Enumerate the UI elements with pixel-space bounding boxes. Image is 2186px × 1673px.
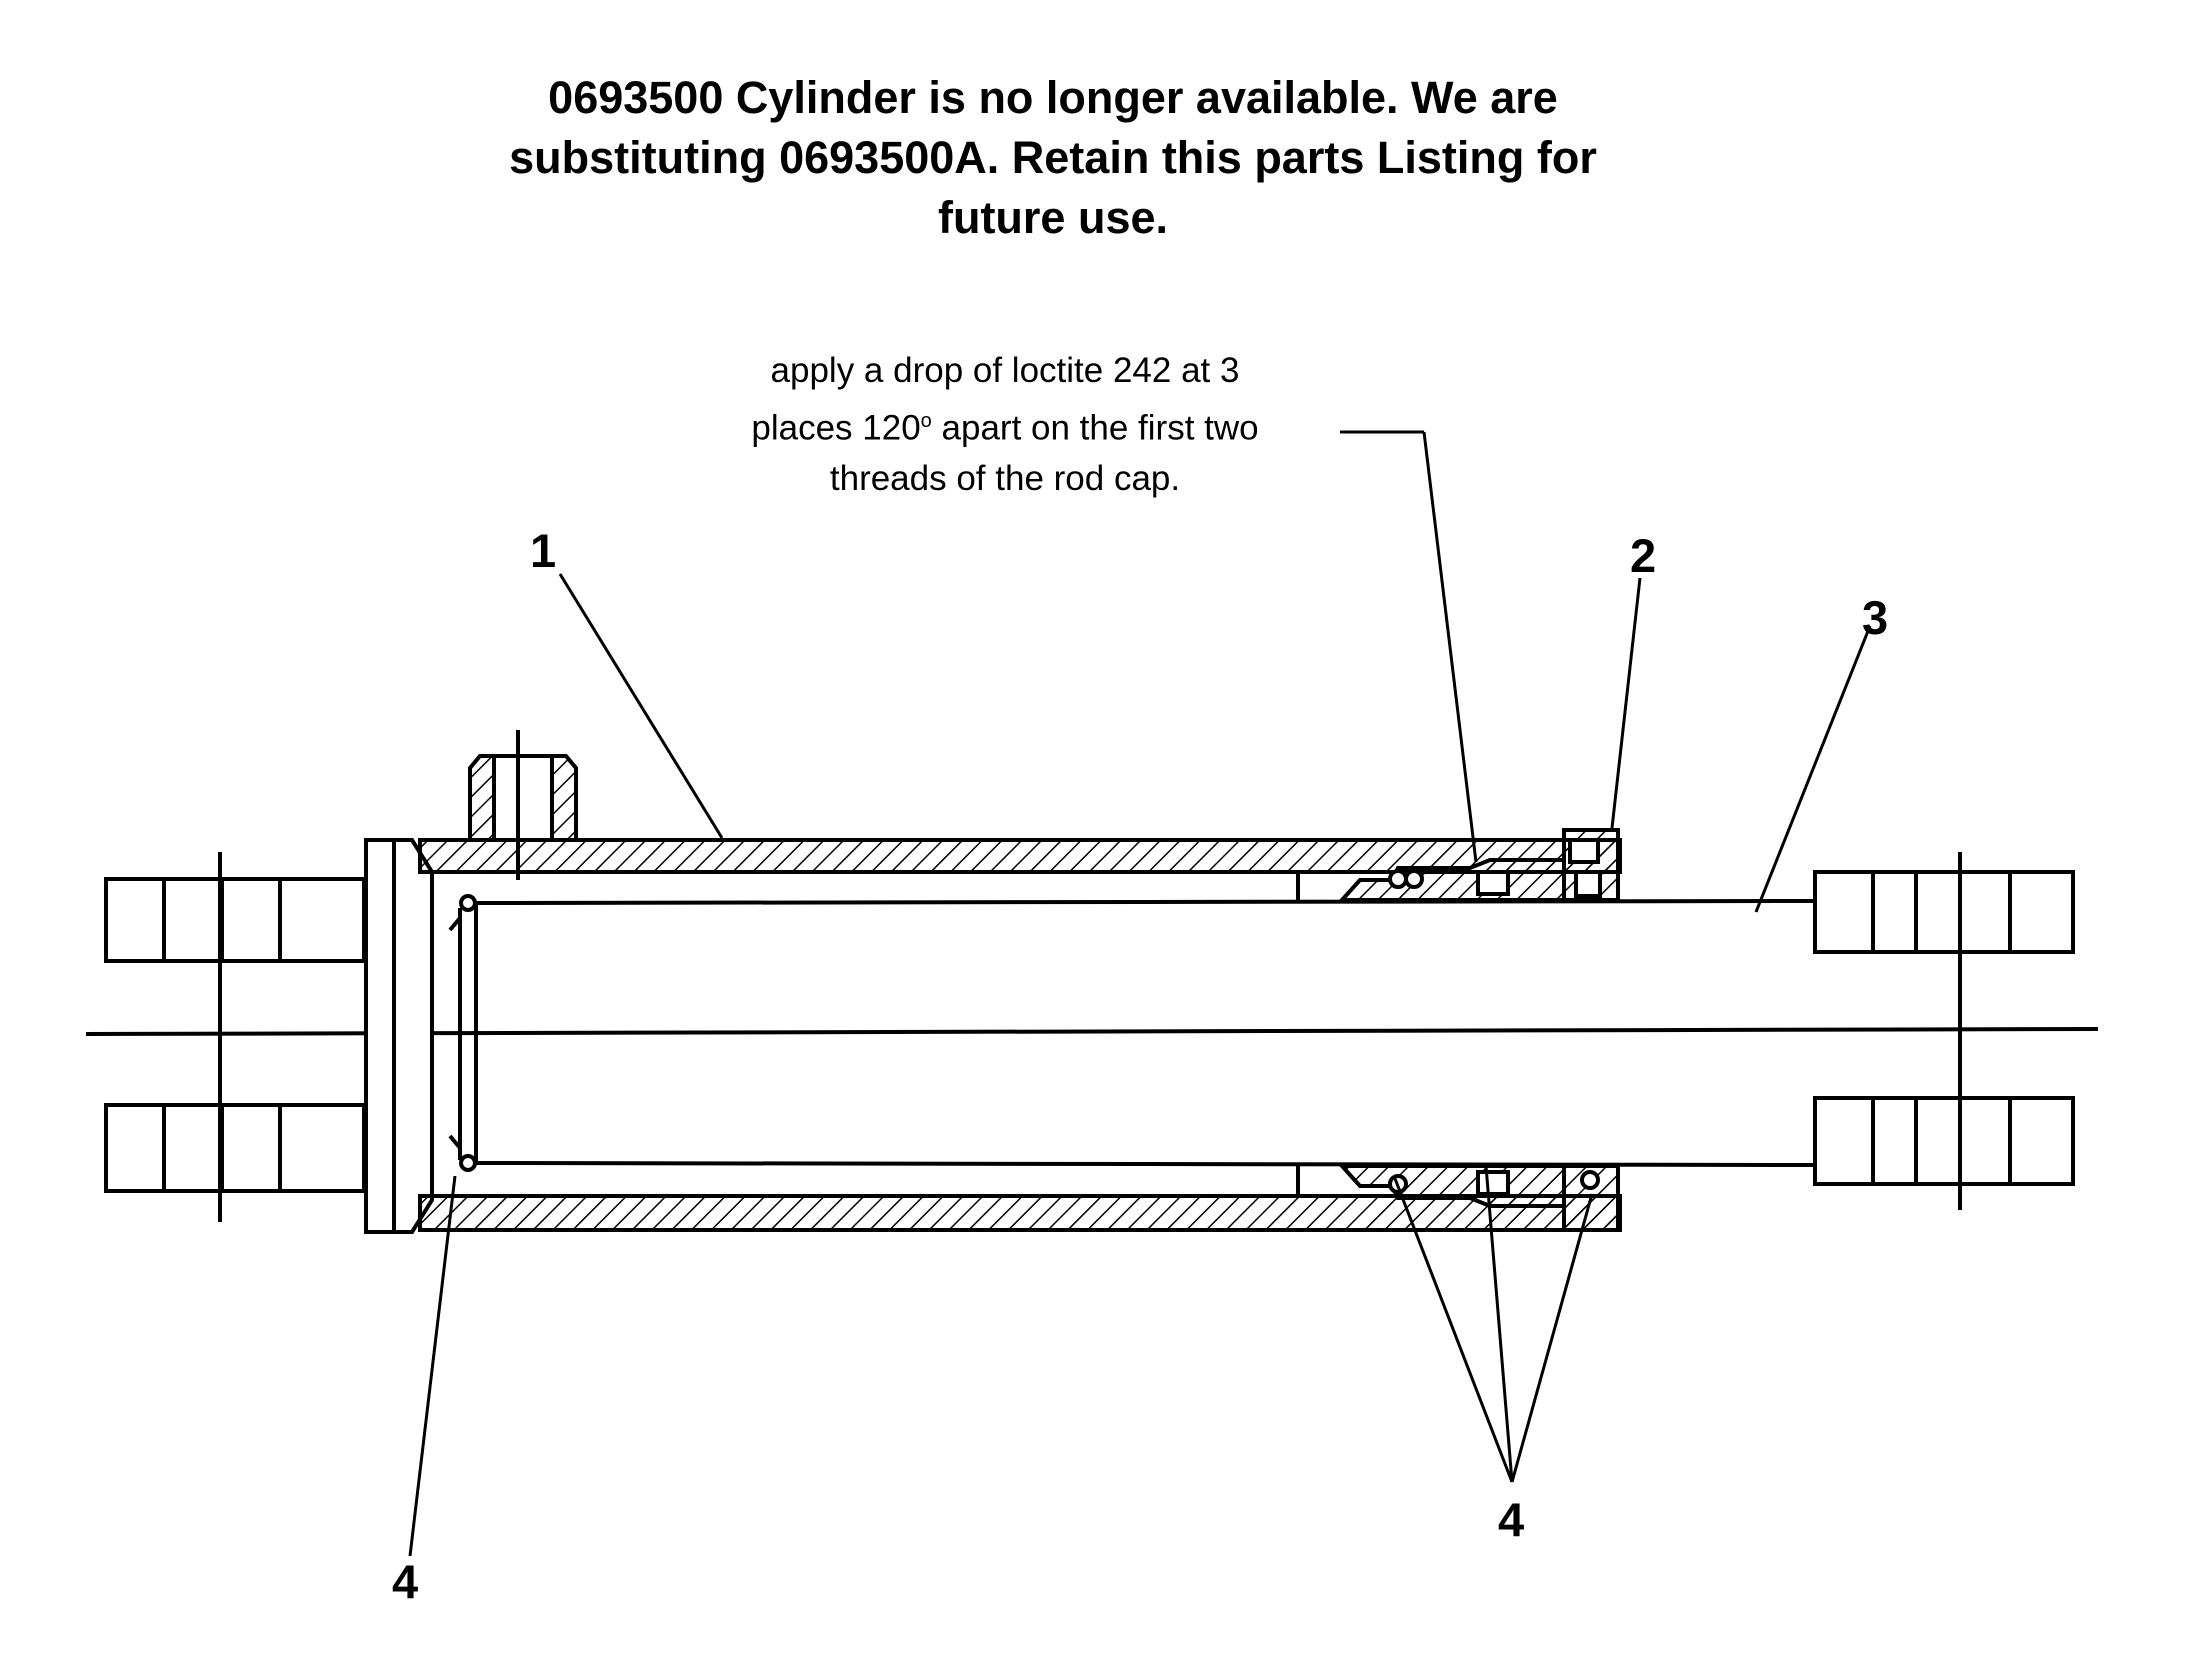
substitution-notice: 0693500 Cylinder is no longer available.… — [343, 68, 1763, 248]
callout-rod-cap: 2 — [1630, 529, 1657, 582]
note-line-2-text-end: apart on the first two — [931, 408, 1259, 448]
callout-seal-left: 4 — [392, 1555, 419, 1608]
end-cap — [364, 838, 434, 1234]
port-fitting — [468, 730, 578, 880]
right-mount-blocks — [1813, 852, 2075, 1210]
notice-line: future use. — [937, 192, 1169, 243]
loctite-note: apply a drop of loctite 242 at 3 places … — [680, 346, 1330, 504]
note-line-1: apply a drop of loctite 242 at 3 — [770, 351, 1240, 390]
piston-seal-left — [448, 894, 478, 1172]
leader-lines — [408, 430, 1872, 1557]
callout-seals-right: 4 — [1498, 1493, 1525, 1546]
notice-line: 0693500 Cylinder is no longer available.… — [548, 72, 1558, 123]
callout-barrel: 1 — [530, 524, 557, 577]
note-line-2-text: places 120 — [751, 408, 921, 448]
note-line-2: places 120o apart on the first two — [680, 396, 1330, 454]
note-line-3: threads of the rod cap. — [829, 458, 1181, 498]
notice-line: substituting 0693500A. Retain this parts… — [509, 132, 1597, 183]
rod-cap — [1337, 828, 1620, 1232]
barrel — [418, 838, 1622, 1232]
callout-rod: 3 — [1862, 591, 1889, 644]
degree-sign: o — [920, 410, 932, 432]
left-mount-blocks — [104, 852, 366, 1222]
